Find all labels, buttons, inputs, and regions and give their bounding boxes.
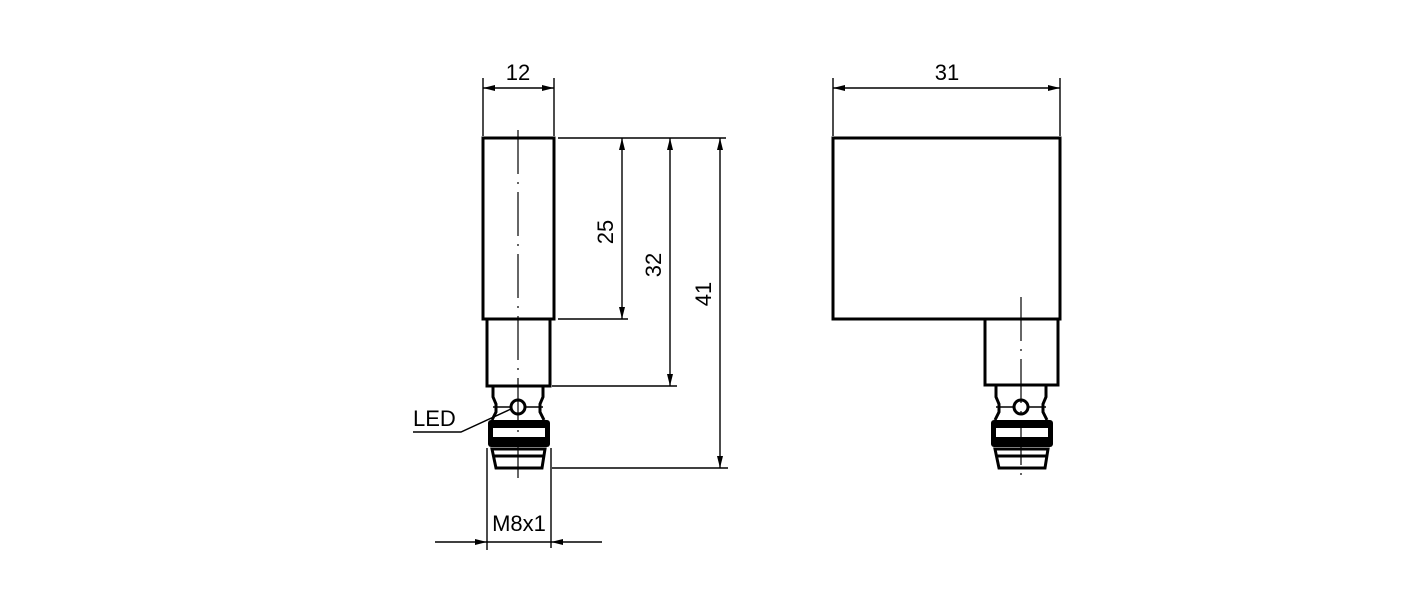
side-view: 31 bbox=[831, 60, 1062, 480]
dim-32-label: 32 bbox=[641, 253, 666, 277]
m8-connector bbox=[486, 384, 552, 470]
dim-41-label: 41 bbox=[691, 282, 716, 306]
front-view: 12 25 32 41 LED M8x1 bbox=[413, 60, 728, 550]
sensor-body-side bbox=[831, 136, 1062, 321]
side-width-label: 31 bbox=[935, 60, 959, 85]
m8-connector-side bbox=[989, 384, 1055, 470]
width-label: 12 bbox=[506, 60, 530, 85]
led-label: LED bbox=[413, 406, 456, 431]
dim-25-label: 25 bbox=[593, 220, 618, 244]
led-leader bbox=[413, 408, 512, 433]
thread-label: M8x1 bbox=[492, 511, 546, 536]
